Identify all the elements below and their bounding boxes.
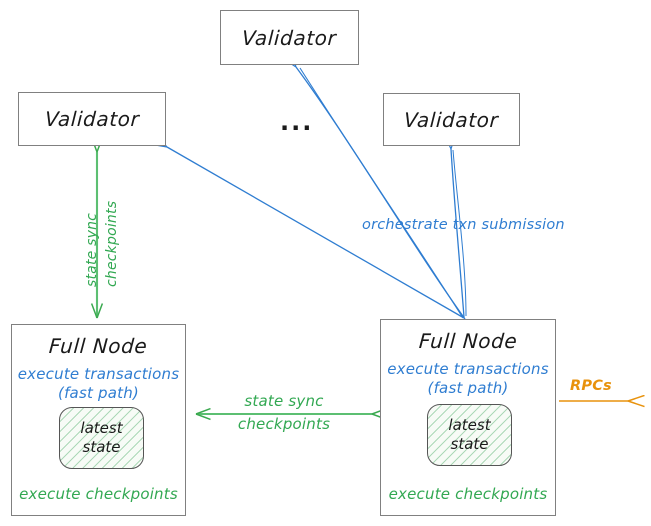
fullnode-right-green-text: execute checkpoints <box>388 484 548 503</box>
edge-label-state-sync-vertical-line1: state sync <box>84 212 100 287</box>
fullnode-left-blue-text: execute transactions (fast path) <box>18 365 180 403</box>
validator-left-label: Validator <box>44 107 140 131</box>
fullnode-right-box[interactable]: Full Node execute transactions (fast pat… <box>380 319 556 516</box>
ellipsis-more-validators: ... <box>280 108 314 136</box>
edge-label-rpcs: RPCs <box>570 378 612 394</box>
validator-left-box[interactable]: Validator <box>18 92 166 146</box>
fullnode-right-state-line1: latest <box>448 416 491 435</box>
fullnode-right-title: Full Node <box>417 329 519 353</box>
validator-right-box[interactable]: Validator <box>383 93 520 146</box>
edge-label-state-sync-horizontal-line2: checkpoints <box>237 415 331 433</box>
fullnode-right-blue-text: execute transactions (fast path) <box>387 360 549 398</box>
edge-orchestrate-to-validator-right <box>451 149 467 318</box>
fullnode-left-box[interactable]: Full Node execute transactions (fast pat… <box>11 324 186 516</box>
fullnode-right-state-line2: state <box>450 435 489 453</box>
edge-label-orchestrate: orchestrate txn submission <box>362 217 565 233</box>
validator-top-box[interactable]: Validator <box>220 10 359 65</box>
fullnode-left-blue-line2: (fast path) <box>58 384 139 403</box>
fullnode-left-title: Full Node <box>48 334 149 358</box>
edge-label-state-sync-vertical-line2: checkpoints <box>104 200 120 287</box>
fullnode-left-blue-line1: execute transactions <box>17 365 180 383</box>
fullnode-right-blue-line2: (fast path) <box>427 379 509 398</box>
edge-label-state-sync-horizontal-line1: state sync <box>244 392 324 410</box>
fullnode-left-green-text: execute checkpoints <box>19 484 178 503</box>
edge-orchestrate-to-validator-left <box>167 147 465 319</box>
edge-orchestrate-to-validator-top-b <box>299 67 464 319</box>
validator-top-label: Validator <box>241 25 338 50</box>
fullnode-right-blue-line1: execute transactions <box>387 360 549 378</box>
fullnode-left-state-line1: latest <box>80 419 123 438</box>
fullnode-left-latest-state-box[interactable]: latest state <box>59 407 144 469</box>
fullnode-left-state-line2: state <box>82 438 121 456</box>
fullnode-right-latest-state-box[interactable]: latest state <box>427 404 512 466</box>
validator-right-label: Validator <box>403 107 500 132</box>
